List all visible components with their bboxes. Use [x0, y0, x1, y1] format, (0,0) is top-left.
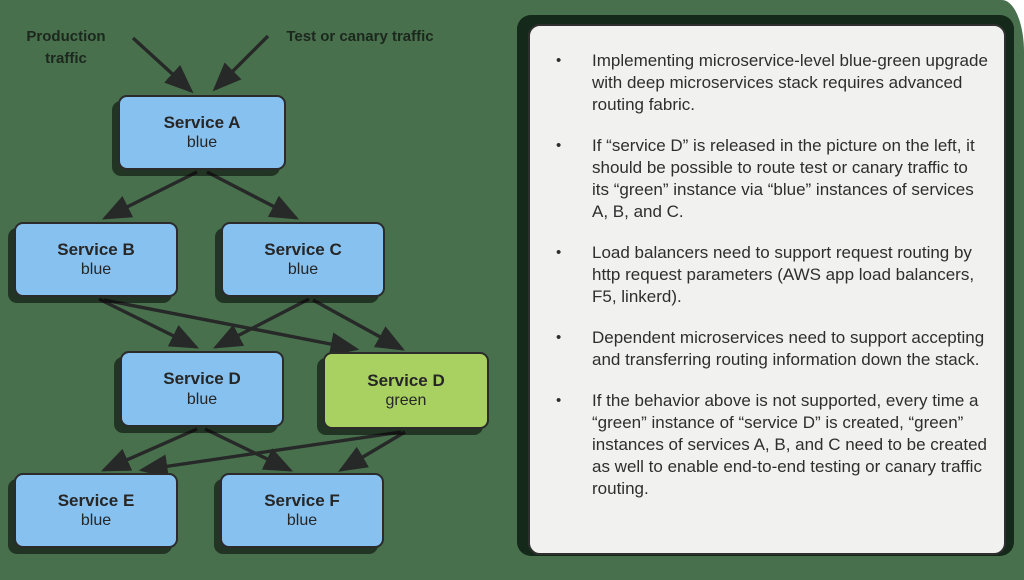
arrow-c-to-d-green	[312, 298, 405, 351]
arrow-a-to-b	[101, 170, 198, 220]
bullet-item: • Dependent microservices need to suppor…	[556, 327, 988, 371]
service-name: Service D	[163, 369, 241, 389]
service-d-blue-node: Service D blue	[120, 351, 284, 427]
arrow-b-to-d-green	[103, 298, 360, 356]
service-variant: blue	[186, 134, 218, 152]
arrow-c-to-d-blue	[212, 297, 310, 349]
service-e-blue-node: Service E blue	[14, 473, 178, 548]
bullet-item: • Implementing microservice-level blue-g…	[556, 50, 988, 116]
test-canary-traffic-label: Test or canary traffic	[286, 28, 434, 45]
arrow-d-blue-to-f	[204, 427, 294, 472]
service-name: Service C	[264, 239, 342, 259]
bullet-marker: •	[556, 52, 562, 69]
arrow-a-to-c	[206, 170, 300, 220]
service-c-blue-node: Service C blue	[221, 222, 385, 297]
bullet-item: • If the behavior above is not supported…	[556, 390, 988, 500]
bullet-marker: •	[556, 244, 562, 261]
service-variant: blue	[80, 261, 112, 279]
service-a-blue-node: Service A blue	[118, 95, 286, 170]
service-name: Service D	[367, 370, 445, 390]
bullet-text: Load balancers need to support request r…	[592, 243, 975, 306]
arrow-d-blue-to-e	[100, 427, 198, 472]
service-variant: blue	[186, 390, 218, 408]
bullet-text: Dependent microservices need to support …	[592, 328, 985, 369]
notes-panel: • Implementing microservice-level blue-g…	[528, 24, 1006, 555]
service-name: Service B	[57, 239, 135, 259]
bullet-marker: •	[556, 137, 562, 154]
service-variant: blue	[80, 512, 112, 530]
arrow-b-to-d-blue	[98, 297, 200, 349]
bullet-text: If “service D” is released in the pictur…	[592, 136, 975, 221]
service-variant: green	[385, 392, 427, 410]
service-f-blue-node: Service F blue	[220, 473, 384, 548]
service-variant: blue	[286, 512, 318, 530]
bullet-marker: •	[556, 329, 562, 346]
service-b-blue-node: Service B blue	[14, 222, 178, 297]
arrow-production-to-a	[131, 36, 194, 94]
bullet-text: If the behavior above is not supported, …	[592, 391, 988, 498]
production-traffic-label: Production traffic	[26, 28, 106, 67]
service-name: Service F	[264, 490, 340, 510]
service-name: Service E	[57, 490, 135, 510]
arrow-test-to-a	[212, 34, 270, 92]
bullet-marker: •	[556, 392, 562, 409]
bullet-item: • Load balancers need to support request…	[556, 242, 988, 308]
service-d-green-node: Service D green	[323, 352, 489, 429]
service-name: Service A	[163, 112, 241, 132]
service-variant: blue	[287, 261, 319, 279]
bullet-item: • If “service D” is released in the pict…	[556, 135, 988, 223]
arrow-d-green-to-e	[138, 430, 402, 479]
arrow-d-green-to-f	[338, 430, 406, 472]
bullet-text: Implementing microservice-level blue-gre…	[592, 51, 988, 114]
